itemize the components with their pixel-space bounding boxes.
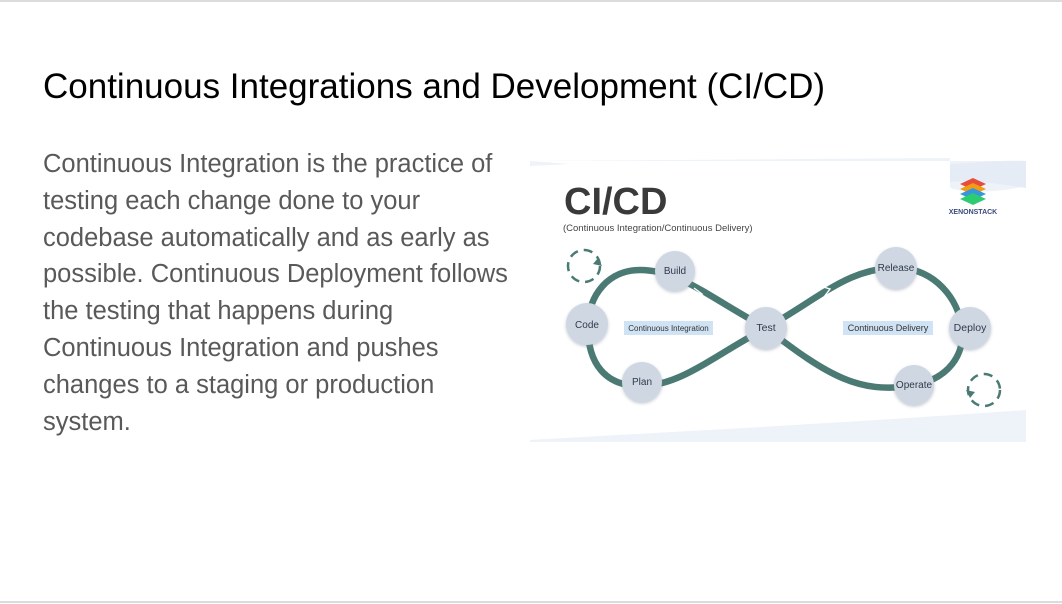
brand-name: XENONSTACK — [949, 209, 997, 216]
node-plan-label: Plan — [632, 377, 652, 388]
slide-title: Continuous Integrations and Development … — [43, 67, 826, 106]
diagram-background-bottom — [530, 410, 1026, 442]
xenonstack-logo-icon — [960, 178, 986, 205]
node-test-label: Test — [756, 322, 775, 334]
node-deploy: Deploy — [949, 307, 991, 349]
cicd-diagram-image: CI/CD (Continuous Integration/Continuous… — [530, 158, 1028, 444]
diagram-subheading: (Continuous Integration/Continuous Deliv… — [563, 223, 753, 234]
node-deploy-label: Deploy — [954, 322, 987, 334]
diagram-heading: CI/CD — [564, 181, 667, 223]
loop-arrows — [692, 285, 832, 374]
refresh-loop-icon-left — [566, 248, 602, 284]
refresh-loop-icon-right — [966, 372, 1002, 408]
node-operate: Operate — [894, 365, 934, 405]
node-code: Code — [566, 303, 608, 345]
node-build-label: Build — [664, 266, 686, 277]
top-border — [0, 0, 1062, 2]
node-code-label: Code — [575, 320, 599, 331]
node-build: Build — [655, 251, 695, 291]
node-test: Test — [745, 307, 787, 349]
continuous-integration-label: Continuous Integration — [628, 324, 709, 333]
continuous-integration-tag — [624, 321, 713, 335]
node-release: Release — [875, 247, 917, 289]
bottom-border — [0, 601, 1062, 603]
continuous-delivery-tag — [843, 321, 933, 335]
continuous-delivery-label: Continuous Delivery — [848, 323, 929, 333]
node-operate-label: Operate — [896, 380, 933, 391]
slide-body-text: Continuous Integration is the practice o… — [43, 150, 508, 436]
node-plan: Plan — [622, 362, 662, 402]
node-release-label: Release — [878, 263, 915, 274]
